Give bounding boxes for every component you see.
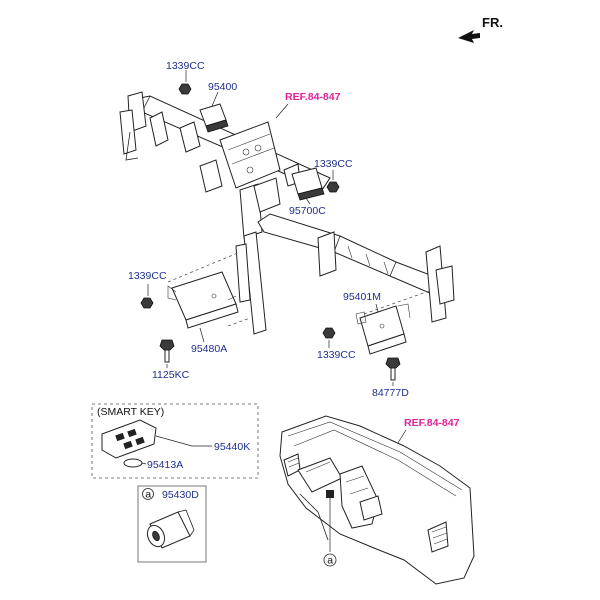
ref-lower-label: REF.84-847 [404,417,460,429]
ref-upper-leader [275,103,289,119]
nut-1339cc-lower [322,327,336,348]
cowl-cross-bar [119,91,455,335]
smart-key-title: (SMART KEY) [97,406,164,418]
ignition-switch-icon [326,490,334,498]
nut-1339cc-right [326,170,340,193]
smart-key-leader [155,435,212,447]
detail-a-section: a 95430D [137,485,207,563]
callout-95440k: 95440K [214,441,250,453]
detail-a-frame [137,485,207,563]
detail-a-marker: a [145,489,151,501]
ref-upper-label: REF.84-847 [285,91,341,103]
callout-95400: 95400 [208,81,237,93]
front-arrow-icon [458,30,480,43]
callout-84777d: 84777D [372,387,409,399]
callout-95413a: 95413A [147,459,183,471]
bolt-1125kc [159,339,175,368]
callout-1339cc-top: 1339CC [166,60,205,72]
nut-1339cc-left [140,284,154,309]
callout-1125kc: 1125KC [152,369,190,381]
callout-95401m: 95401M [343,291,381,303]
smart-key-section: (SMART KEY) 95440K 95413A [91,403,259,479]
callout-95430d: 95430D [162,489,199,501]
dash-marker-label: a [327,555,333,567]
callout-95700c: 95700C [289,205,326,217]
callout-1339cc-right: 1339CC [314,158,353,170]
crash-pad-panel [279,415,475,585]
dash-marker: a [323,553,337,567]
dash-marker-circle-icon [323,553,337,567]
detail-a-marker-icon [142,488,154,500]
front-label: FR. [482,15,503,30]
screw-84777d [385,357,401,386]
key-cylinder-icon [146,509,195,549]
callout-1339cc-lower: 1339CC [317,349,356,361]
callout-95480a: 95480A [191,343,227,355]
module-95400 [199,91,229,133]
smart-key-fob-icon [101,419,157,459]
front-direction-indicator: FR. [458,15,503,43]
callout-1339cc-left: 1339CC [128,270,167,282]
unit-95401m [355,289,433,355]
module-95700c [291,167,325,205]
unit-95480a [167,251,251,343]
nut-1339cc-top [178,70,192,95]
key-battery-icon [123,458,143,468]
